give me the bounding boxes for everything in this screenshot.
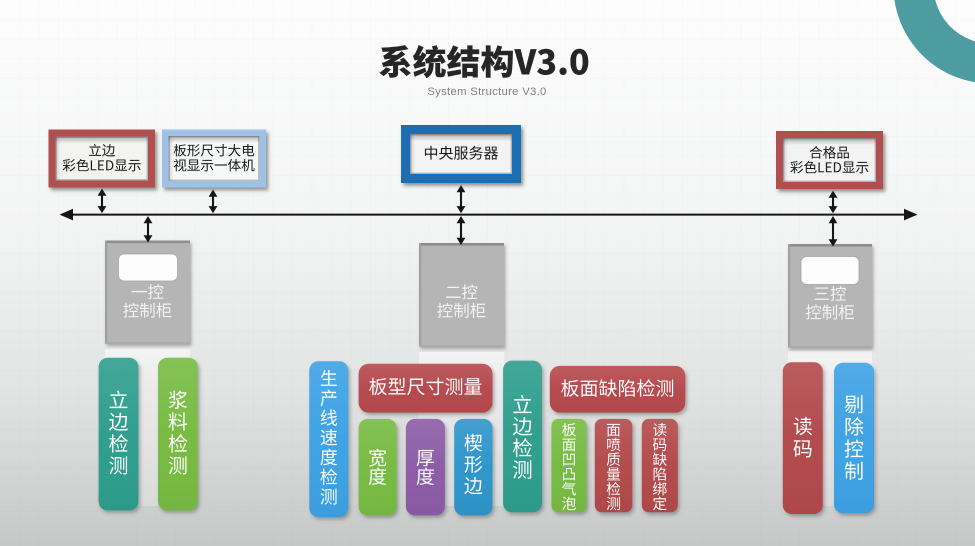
svg-text:System Structure V3.0: System Structure V3.0 [427,86,546,98]
